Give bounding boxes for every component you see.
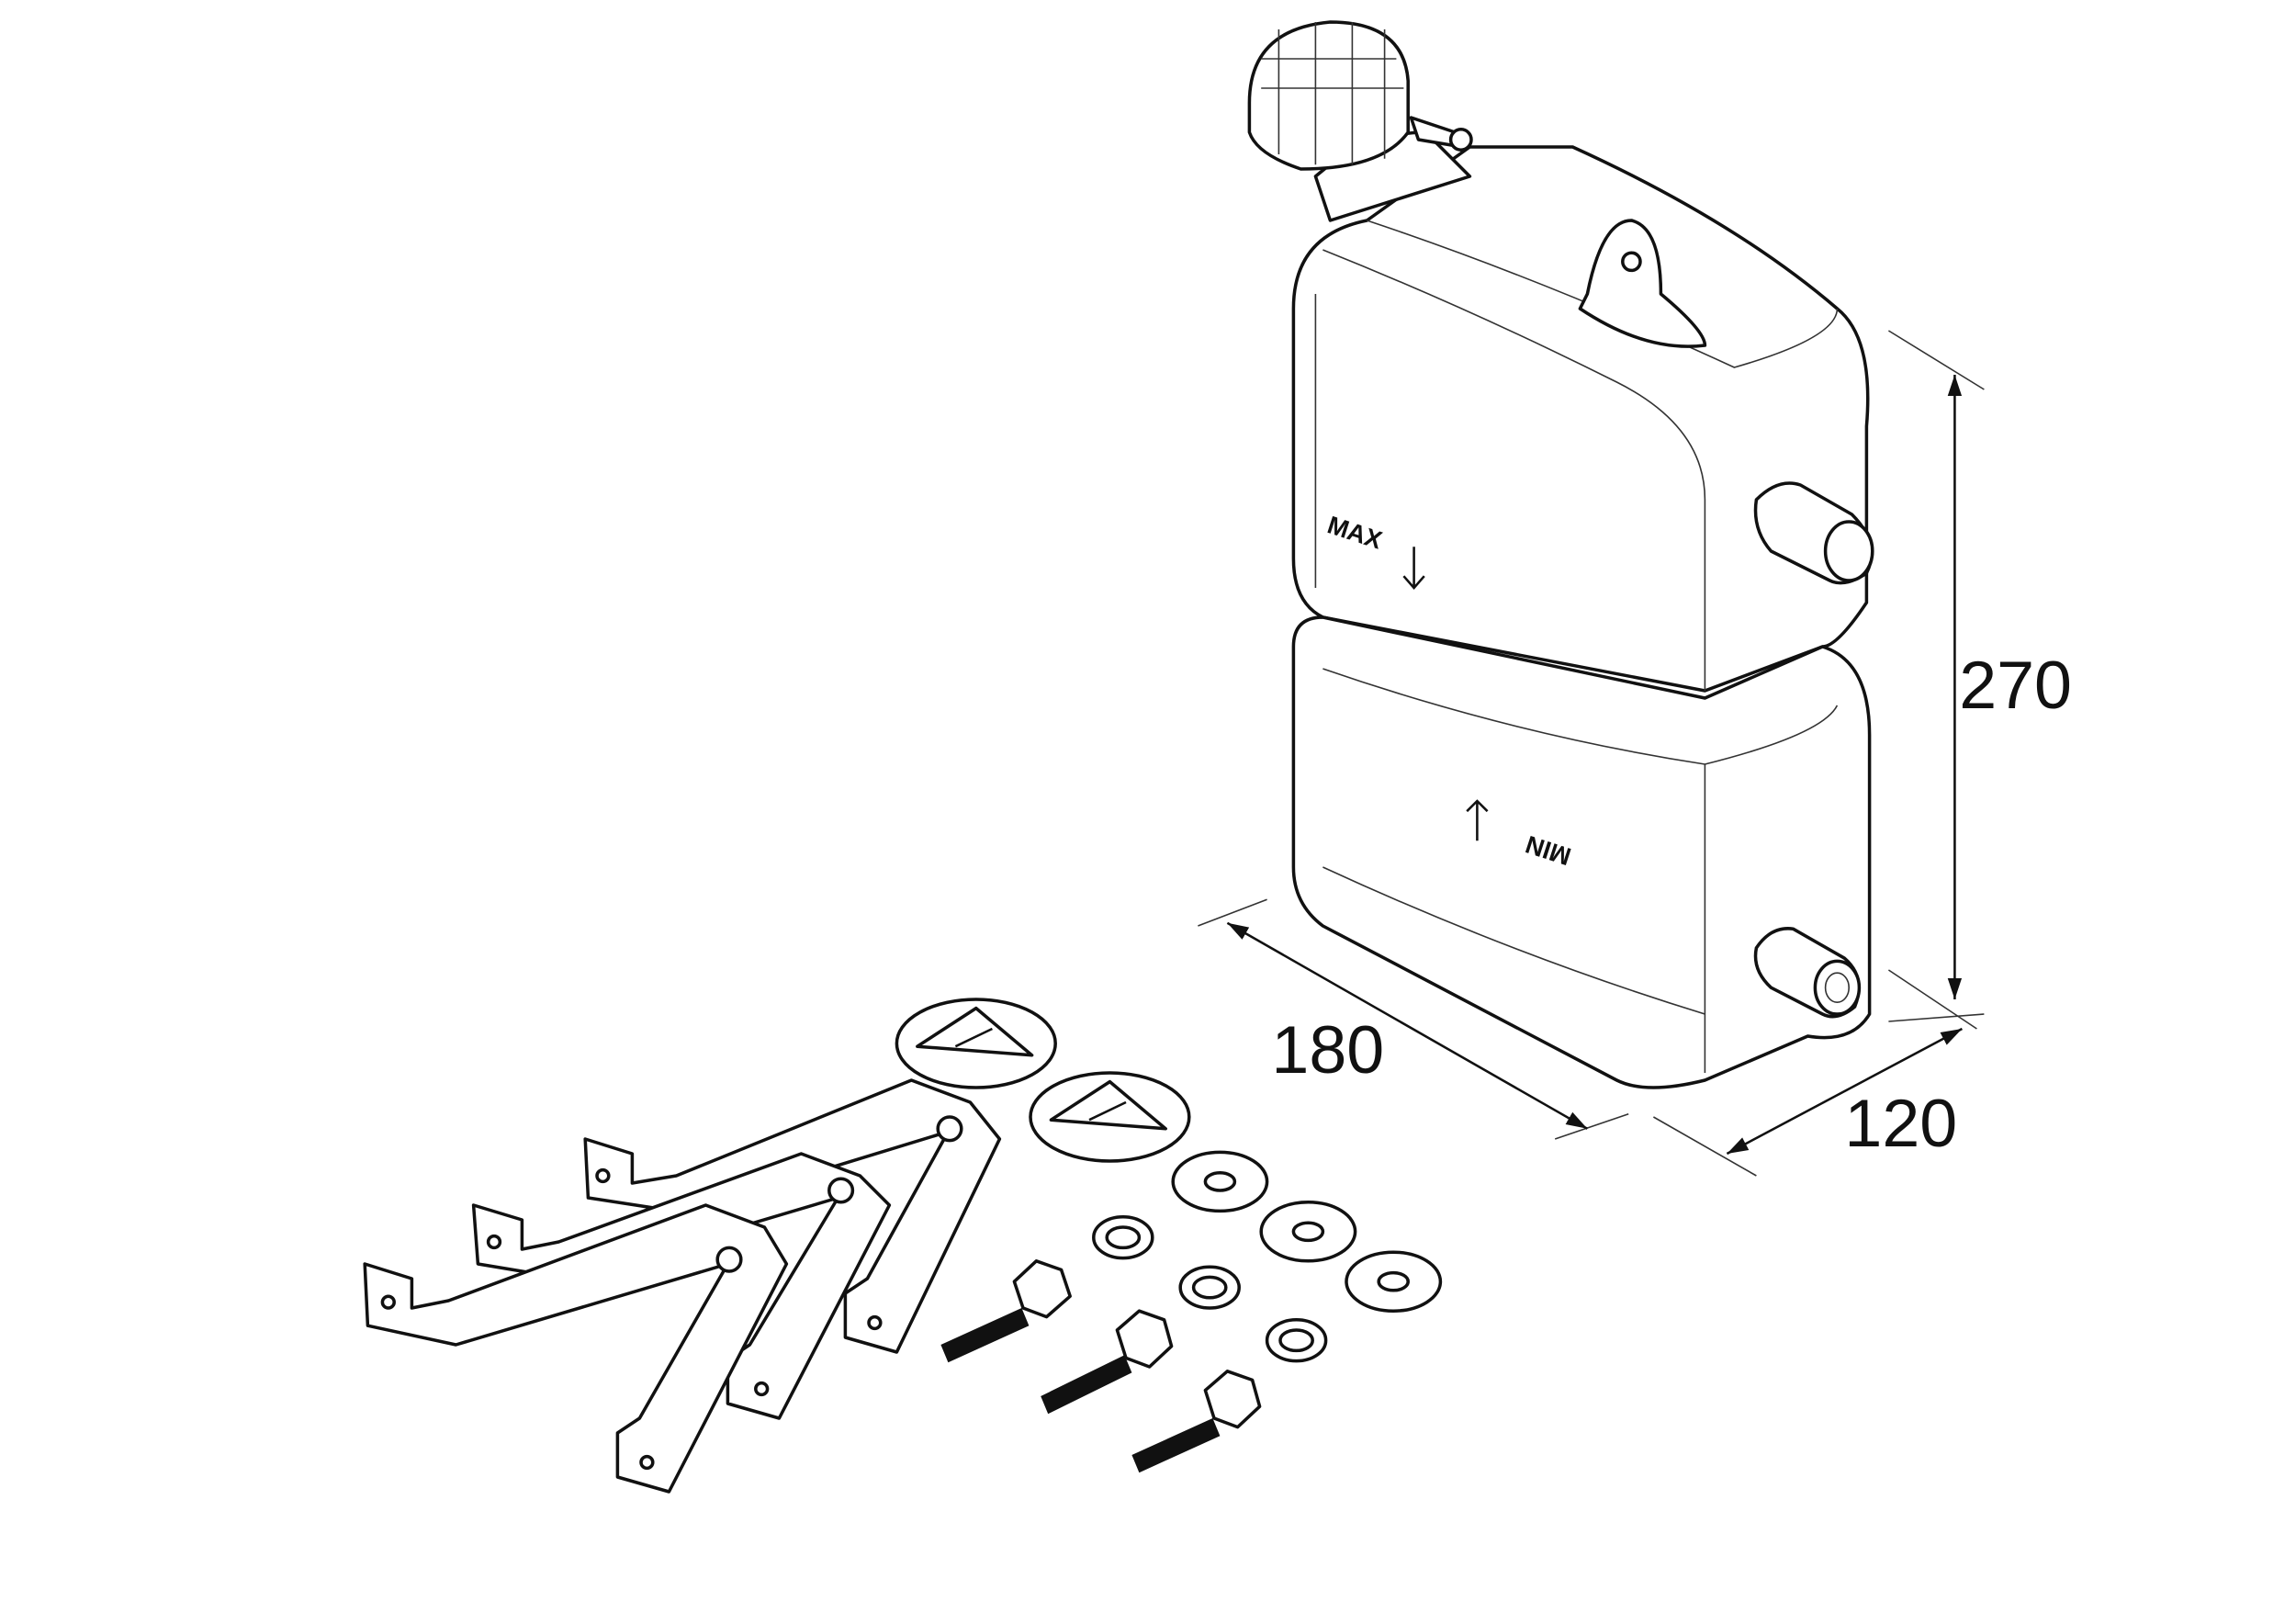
dimension-width-label: 180: [1271, 1011, 1384, 1088]
washers: [1092, 1150, 1443, 1363]
bolts: [940, 1259, 1262, 1473]
dimension-width: 180: [1198, 898, 1629, 1140]
dimension-depth-label: 120: [1844, 1085, 1957, 1161]
dimension-height-label: 270: [1959, 647, 2072, 723]
warning-sticker: [895, 998, 1057, 1089]
dimension-height: 270: [1887, 330, 2072, 1022]
coolant-tank: MAX MIN: [1247, 20, 1874, 1089]
dimension-depth: 120: [1653, 969, 1977, 1177]
min-arrow-icon: [1466, 799, 1489, 841]
mounting-brackets: [363, 1078, 1002, 1494]
max-arrow-icon: [1402, 547, 1425, 590]
warning-sticker: [1029, 1071, 1191, 1163]
